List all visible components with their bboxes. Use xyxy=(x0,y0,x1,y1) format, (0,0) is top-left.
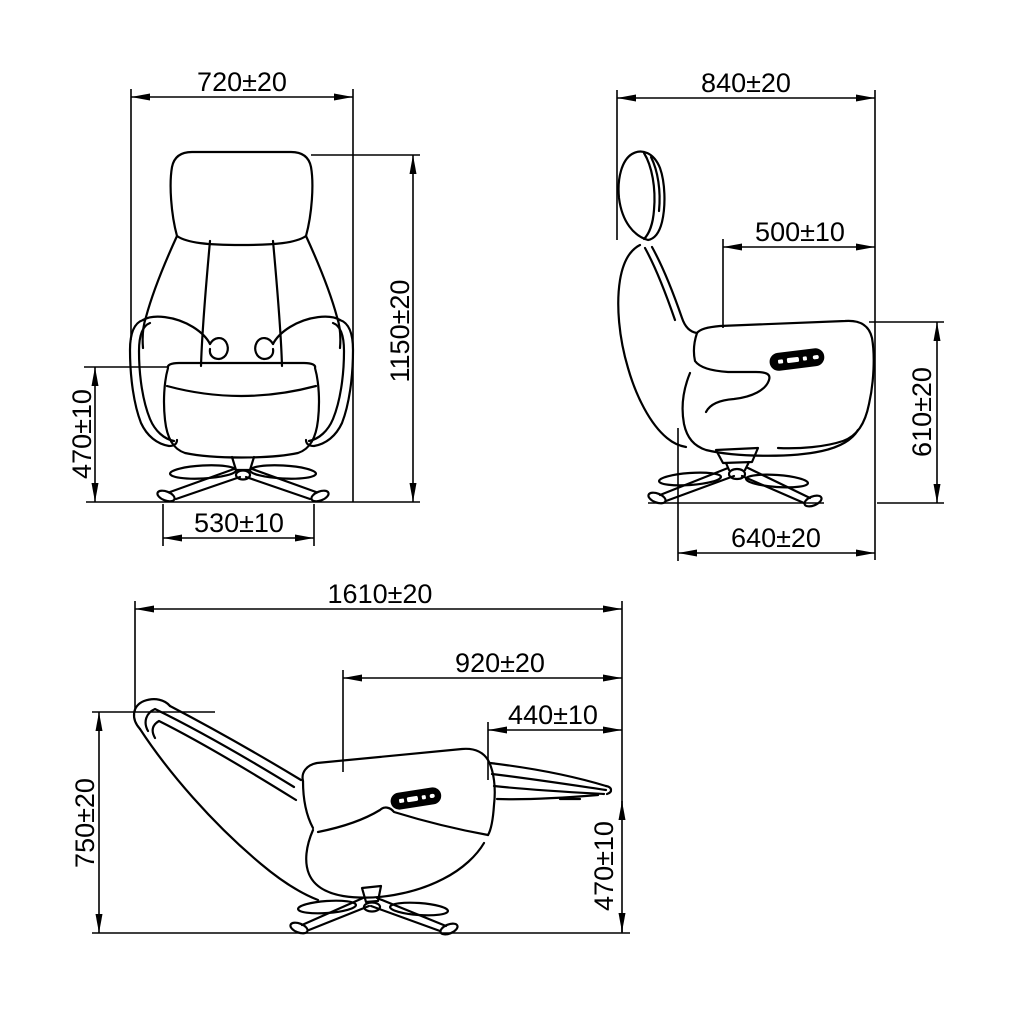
front-seat-seam xyxy=(165,384,318,398)
front-headrest xyxy=(169,150,314,247)
front-overall-height-label: 1150±20 xyxy=(385,280,415,383)
side-overall-depth-label: 840±20 xyxy=(701,68,791,98)
side-base-leg-left-oval xyxy=(657,471,723,487)
side-armrest-height-label: 610±20 xyxy=(907,367,937,457)
front-base-leg-left-oval xyxy=(168,464,238,480)
side-headrest xyxy=(617,150,666,242)
reclined-backrest-piping-1 xyxy=(144,707,296,789)
front-backrest-seam-right xyxy=(271,239,284,368)
reclined-footrest-slat-3 xyxy=(492,784,606,796)
side-chair-drawing xyxy=(617,150,875,508)
reclined-headrest xyxy=(133,698,172,731)
front-right-armrest-outer xyxy=(304,318,355,448)
side-armrest-panel xyxy=(695,319,875,450)
front-base-arm-right xyxy=(244,467,318,501)
front-left-armrest-top xyxy=(141,315,212,346)
reclined-footrest-length-label: 440±10 xyxy=(508,700,598,730)
front-dimension-lines xyxy=(84,89,420,546)
side-headrest-seam-2 xyxy=(649,155,661,213)
side-control-panel-icon xyxy=(769,348,825,371)
side-base-depth-label: 640±20 xyxy=(731,523,821,553)
front-left-armrest-curl xyxy=(208,337,229,361)
front-left-armrest-inner xyxy=(137,321,176,443)
front-seat xyxy=(162,361,321,459)
reclined-dimension-lines xyxy=(92,601,630,934)
reclined-backrest-upper-edge xyxy=(168,704,303,782)
front-backrest-left-edge xyxy=(141,234,179,350)
reclined-control-panel-icon xyxy=(390,787,442,810)
side-seat xyxy=(681,371,860,457)
side-upper-depth-label: 500±10 xyxy=(755,217,845,247)
reclined-base-leg-left-oval xyxy=(296,899,358,915)
reclined-footrest-slat-2 xyxy=(490,772,608,792)
side-base-arm-right xyxy=(740,466,812,505)
front-backrest-right-edge xyxy=(304,234,342,350)
side-base-post xyxy=(714,446,760,472)
side-armrest-mouth xyxy=(692,331,771,414)
front-right-armrest-curl xyxy=(254,337,275,361)
front-base-foot-right xyxy=(310,489,330,503)
front-base-leg-right-oval xyxy=(248,464,318,480)
reclined-overall-height-label: 750±20 xyxy=(70,778,100,868)
reclined-base-arm-left xyxy=(300,896,371,932)
front-chair-drawing xyxy=(128,150,355,503)
reclined-chair-drawing xyxy=(133,698,613,936)
reclined-armrest-left-edge xyxy=(301,779,315,830)
side-backrest-front xyxy=(650,245,699,335)
front-armrest-height-label: 470±10 xyxy=(67,389,97,479)
reclined-footrest-height-label: 470±10 xyxy=(589,821,619,911)
reclined-backrest-to-footrest-label: 920±20 xyxy=(455,648,545,678)
side-headrest-seam-1 xyxy=(642,151,656,241)
reclined-backrest-piping-2 xyxy=(151,719,298,802)
reclined-base-arm-right xyxy=(369,896,448,933)
reclined-base-post xyxy=(360,884,383,904)
reclined-view: 1610±20 920±20 440±10 750±20 470±10 xyxy=(70,579,630,936)
side-view: 840±20 500±10 610±20 640±20 xyxy=(616,68,944,561)
front-base-foot-left xyxy=(156,489,176,503)
reclined-footrest-slat-4 xyxy=(495,793,600,801)
reclined-armrest-mouth xyxy=(316,806,490,837)
front-view: 720±20 1150±20 470±10 530±10 xyxy=(67,67,420,546)
front-base-width-label: 530±10 xyxy=(194,508,284,538)
side-backrest-outer xyxy=(617,243,688,449)
side-base-foot-right xyxy=(803,494,823,508)
side-base-ring xyxy=(727,467,747,481)
front-right-armrest-inner xyxy=(307,321,346,443)
reclined-seat xyxy=(305,828,486,899)
front-base-arm-left xyxy=(168,467,242,501)
reclined-armrest-panel xyxy=(301,747,496,837)
front-base-ring xyxy=(234,469,252,481)
reclined-overall-length-label: 1610±20 xyxy=(328,579,433,609)
front-right-armrest-top xyxy=(271,315,342,346)
side-dimension-lines xyxy=(616,90,944,561)
front-backrest-seam-left xyxy=(199,239,212,368)
side-backrest-front-seam xyxy=(643,246,677,322)
reclined-footrest-tip xyxy=(604,784,613,796)
reclined-footrest-slat-1 xyxy=(488,761,608,788)
front-overall-width-label: 720±20 xyxy=(197,67,287,97)
reclined-backrest-lower-edge xyxy=(138,727,320,902)
